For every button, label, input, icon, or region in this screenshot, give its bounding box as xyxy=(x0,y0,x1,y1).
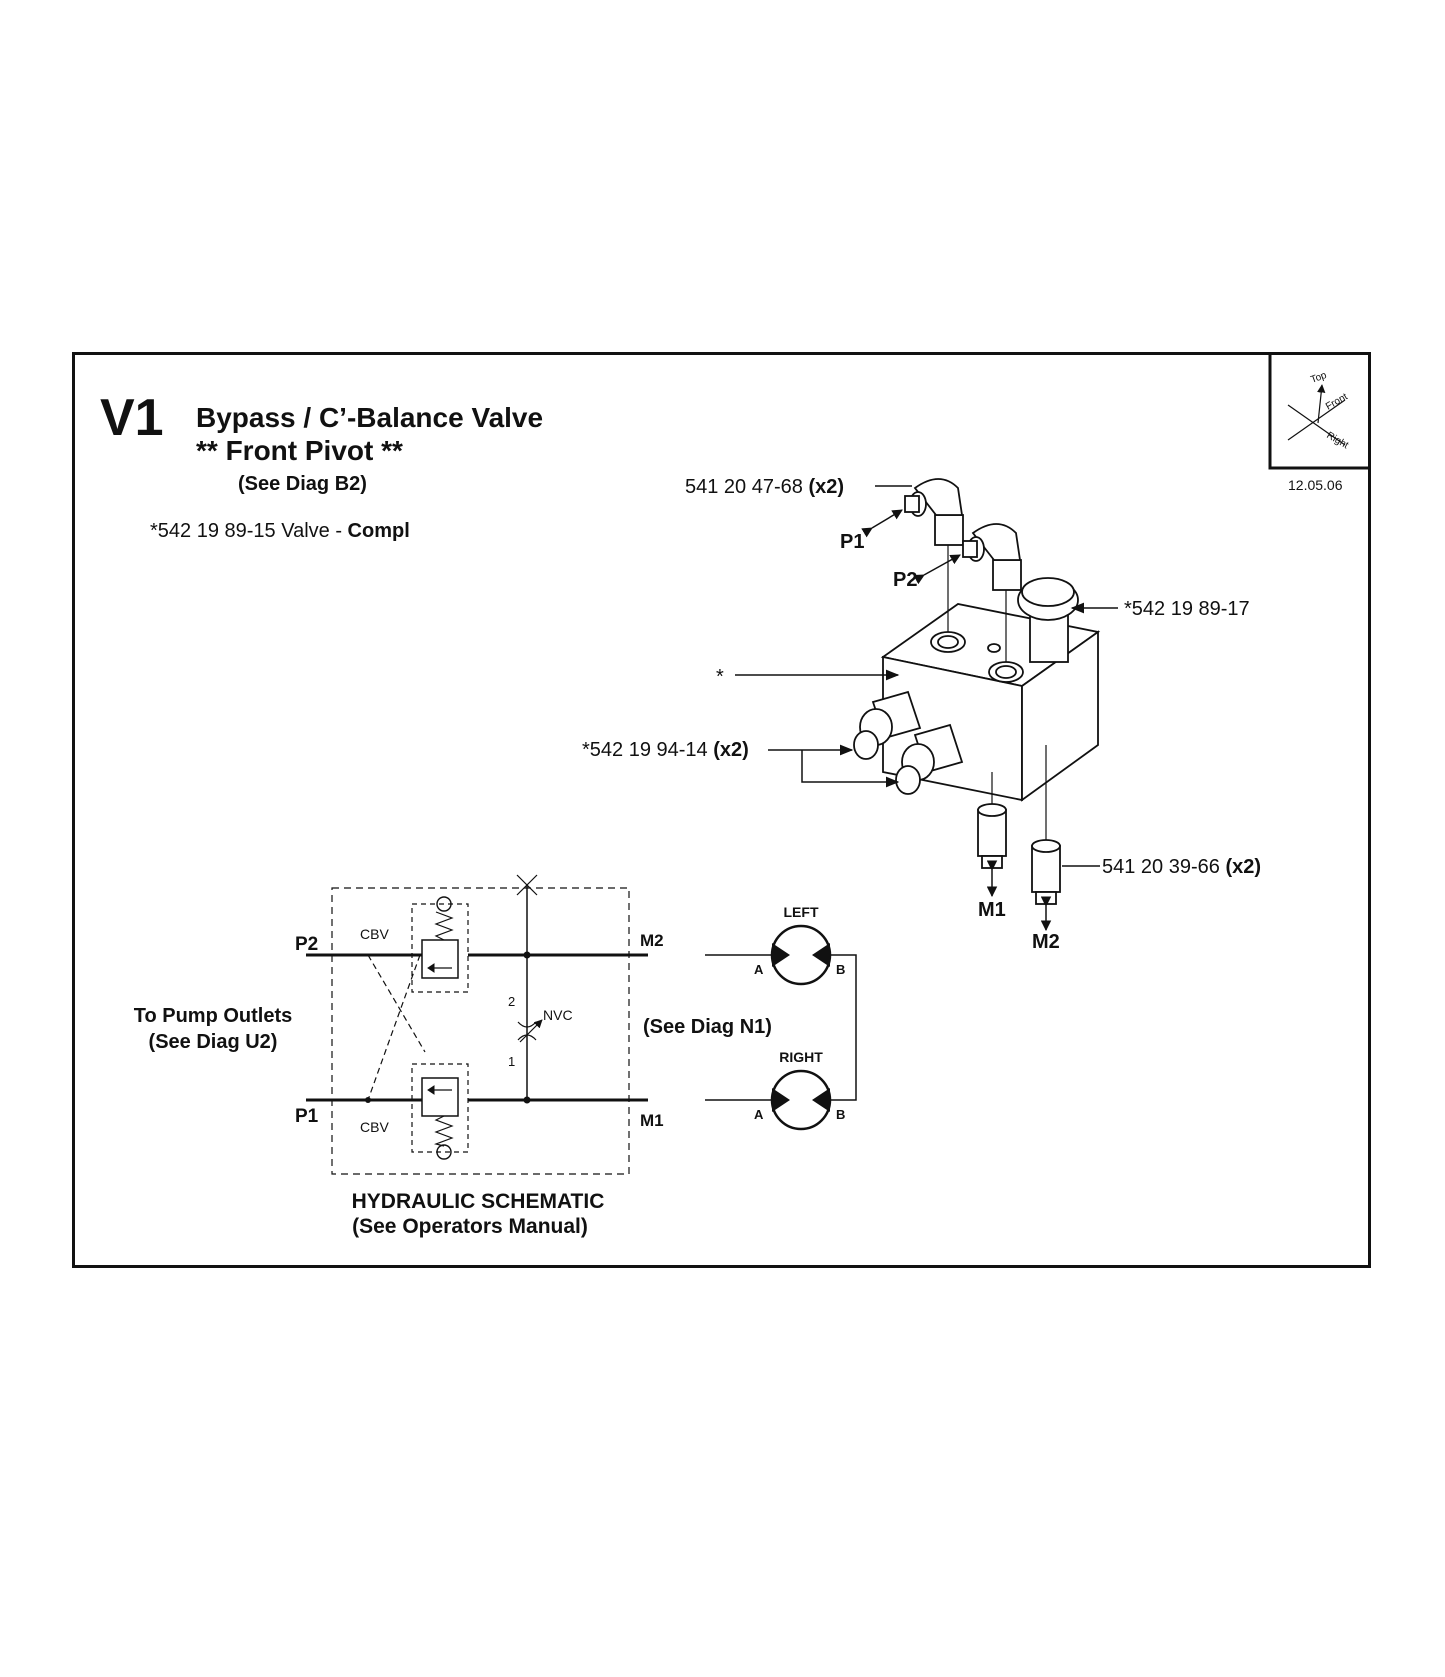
fitting-part-number: 541 20 39-66 xyxy=(1102,856,1225,878)
schematic-caption: HYDRAULIC SCHEMATIC xyxy=(352,1190,605,1213)
orient-front: Front xyxy=(1324,391,1350,412)
pump-outlets-line1: To Pump Outlets xyxy=(134,1005,293,1027)
left-motor-a: A xyxy=(754,962,764,977)
left-motor-label: LEFT xyxy=(784,904,819,920)
motors-circuit xyxy=(705,924,857,1131)
elbow-qty: (x2) xyxy=(808,476,844,498)
kit-compl: Compl xyxy=(348,520,410,542)
cbv-lower-label: CBV xyxy=(360,1119,389,1135)
fitting-qty: (x2) xyxy=(1225,856,1261,878)
cap-part-number: *542 19 89-17 xyxy=(1124,598,1250,620)
schematic-m1: M1 xyxy=(640,1111,664,1130)
nvc-label: NVC xyxy=(543,1007,573,1023)
right-motor-label: RIGHT xyxy=(779,1049,823,1065)
orient-right: Right xyxy=(1325,430,1351,451)
cartridge-callout: *542 19 94-14 (x2) xyxy=(582,739,749,761)
orient-top: Top xyxy=(1309,370,1328,386)
right-motor-a: A xyxy=(754,1107,764,1122)
cartridge-2 xyxy=(895,723,964,795)
schematic-p1: P1 xyxy=(295,1106,319,1127)
schematic-p2: P2 xyxy=(295,934,318,955)
port-p2-label: P2 xyxy=(893,569,917,591)
left-motor-b: B xyxy=(836,962,845,977)
kit-number: *542 19 89-15 Valve - xyxy=(150,520,348,542)
fitting-callout: 541 20 39-66 (x2) xyxy=(1102,856,1261,878)
port-p1-label: P1 xyxy=(840,531,864,553)
diagram-code: V1 xyxy=(100,389,164,447)
cartridge-part-number: *542 19 94-14 xyxy=(582,739,713,761)
elbow-callout: 541 20 47-68 (x2) xyxy=(685,476,844,498)
cbv-upper-label: CBV xyxy=(360,926,389,942)
schematic-caption-sub: (See Operators Manual) xyxy=(352,1215,588,1238)
cartridge-qty: (x2) xyxy=(713,739,749,761)
hydraulic-schematic xyxy=(306,874,648,1175)
diagram-subtitle: ** Front Pivot ** xyxy=(196,435,403,466)
bottom-fitting-m2 xyxy=(1031,839,1061,905)
nvc-port-2: 2 xyxy=(508,994,515,1009)
nvc-port-1: 1 xyxy=(508,1054,515,1069)
cartridge-1 xyxy=(853,690,922,760)
pump-outlets-line2: (See Diag U2) xyxy=(149,1031,278,1053)
elbow-fitting-1 xyxy=(904,478,964,546)
see-diag-n1: (See Diag N1) xyxy=(643,1016,772,1038)
schematic-m2: M2 xyxy=(640,931,664,950)
valve-assembly xyxy=(853,478,1101,905)
body-marker: * xyxy=(716,666,724,688)
elbow-part-number: 541 20 47-68 xyxy=(685,476,808,498)
right-motor-b: B xyxy=(836,1107,845,1122)
elbow-fitting-2 xyxy=(962,523,1022,591)
see-diag-b2: (See Diag B2) xyxy=(238,473,367,495)
diagram-title: Bypass / C’-Balance Valve xyxy=(196,402,543,433)
port-m1-label: M1 xyxy=(978,899,1006,921)
port-m2-label: M2 xyxy=(1032,931,1060,953)
orientation-box: Top Front Right xyxy=(1268,355,1371,470)
revision-date: 12.05.06 xyxy=(1288,477,1343,493)
kit-label: *542 19 89-15 Valve - Compl xyxy=(150,520,410,542)
drawing-frame xyxy=(72,352,1371,1268)
bottom-fitting-m1 xyxy=(977,803,1007,869)
